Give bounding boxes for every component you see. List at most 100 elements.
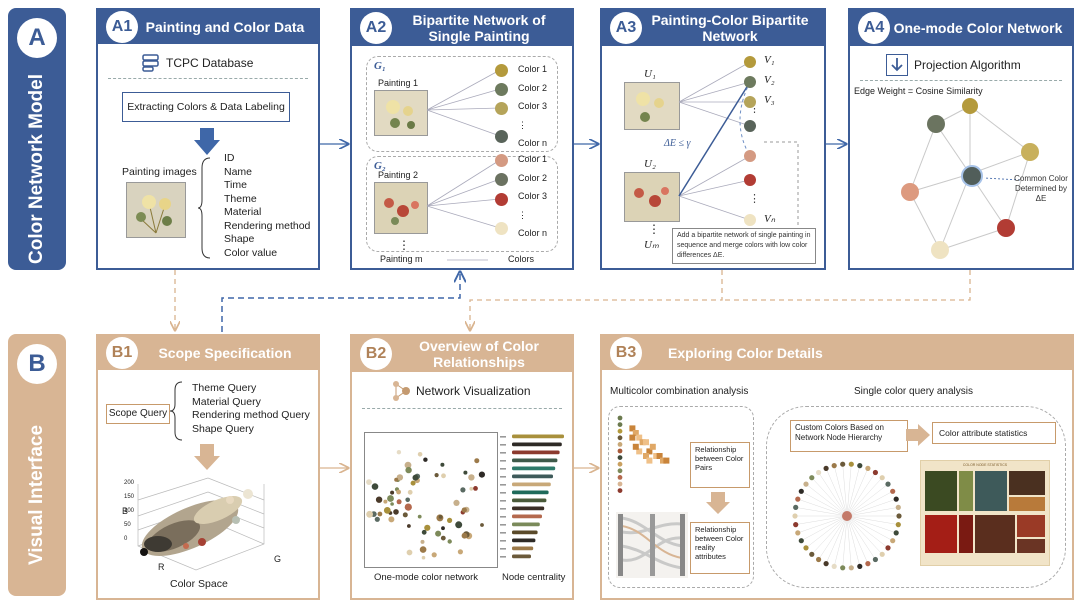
a4-network — [909, 105, 1031, 251]
a1-attribute-item: Time — [224, 179, 247, 191]
b3-radial-node — [895, 522, 901, 528]
b2-network-node — [455, 521, 463, 529]
a3-color-node — [744, 120, 756, 132]
b3-radial-node — [872, 469, 878, 476]
b3-radial-node — [857, 463, 863, 469]
a1-attribute-item: ID — [224, 152, 235, 164]
a1-db-label: TCPC Database — [166, 56, 254, 70]
b3-radial-node — [872, 556, 878, 563]
b2-centrality-bars — [500, 434, 564, 559]
a1-attribute-item: Color value — [224, 246, 278, 259]
a1-attribute-item: Material — [224, 206, 262, 218]
a3-edges: ⋮ ⋮ — [678, 61, 799, 230]
a2-edges — [426, 69, 501, 261]
svg-text:⋮: ⋮ — [749, 103, 760, 115]
b2-centrality-bar — [512, 522, 540, 527]
b3-matrix-cell — [660, 457, 666, 464]
b3-matrix-cell — [649, 443, 656, 450]
b3-matrix-cell — [663, 457, 670, 464]
b3-pairs-box: Relationship between Color Pairs — [690, 442, 750, 488]
b2-network-node — [417, 452, 423, 457]
b3-radial-node — [865, 465, 871, 471]
b2-network-node — [405, 497, 410, 503]
b3-matrix-cell — [643, 453, 649, 459]
b3-title: Exploring Color Details — [668, 345, 823, 361]
b2-network-node — [366, 479, 372, 485]
b2-network-node — [440, 462, 445, 467]
a3-v2: V₂ — [764, 74, 775, 86]
b3-radial-node — [865, 561, 871, 567]
b1-query-item: Rendering method Query — [192, 409, 310, 421]
b2-network-nodes — [366, 450, 485, 560]
a1-extract-box: Extracting Colors & Data Labeling — [122, 92, 290, 122]
b3-radial-node — [816, 469, 822, 476]
a3-painting2-image — [624, 172, 680, 222]
a2-color-node — [495, 154, 508, 167]
b3-radial-node — [816, 556, 822, 563]
b2-network-node — [434, 473, 439, 478]
b2-network-node — [407, 489, 413, 495]
a2-color-label: Color 3 — [518, 101, 548, 111]
b3-radial-node — [879, 475, 885, 481]
b3-radial-node — [848, 565, 854, 571]
b2-network-node — [441, 473, 446, 479]
b1-scope-query: Scope Query — [108, 408, 168, 419]
a3-u2: U₂ — [644, 158, 656, 170]
b2-network-node — [453, 499, 460, 506]
b3-matrix-cell — [636, 448, 643, 455]
b2-network-node — [441, 526, 445, 531]
a3-color-node — [744, 214, 756, 226]
b2-network-node — [447, 517, 453, 523]
b3-matrix-cell — [629, 434, 636, 441]
b1-scope-query-box: Scope Query — [106, 404, 170, 424]
b3-single-label: Single color query analysis — [854, 386, 973, 397]
a2-color-node — [495, 222, 508, 235]
b2-network-canvas — [364, 432, 498, 568]
b2-centrality-label: Node centrality — [502, 572, 566, 583]
b2-centrality-bar — [512, 498, 547, 503]
b3-custom-label: Custom Colors Based on Network Node Hier… — [795, 423, 884, 442]
b2-network-node — [463, 470, 468, 475]
b3-matrix-cell — [643, 439, 649, 446]
b2-network-node — [383, 499, 388, 504]
b3-custom-box: Custom Colors Based on Network Node Hier… — [790, 420, 908, 452]
b3-radial-node — [803, 545, 809, 551]
b3-radial-node — [795, 530, 801, 536]
b3-radial-node — [895, 504, 901, 510]
b2-network-node — [407, 524, 411, 528]
b1-color-space: Color Space — [170, 578, 228, 590]
b3-radial-node — [890, 488, 896, 494]
b3-matrix — [617, 415, 670, 493]
a3-v3: V₃ — [764, 94, 775, 106]
a2-color-label: Color 2 — [518, 172, 548, 183]
a1-attribute-item: Name — [224, 165, 253, 178]
b2-centrality-bar — [512, 458, 558, 463]
a1-extract-label: Extracting Colors & Data Labeling — [127, 101, 285, 113]
panel-a1: A1 Painting and Color Data TCPC Database… — [96, 8, 320, 270]
b3-radial-node — [840, 565, 846, 571]
a4-edge-weight: Edge Weight = Cosine Similarity — [854, 86, 983, 96]
b3-badge: B3 — [610, 337, 642, 369]
a2-color-node — [495, 193, 508, 206]
b3-multi-label: Multicolor combination analysis — [610, 386, 749, 397]
b2-network-node — [396, 489, 401, 495]
b2-network-node — [417, 514, 422, 519]
a2-painting-m: Painting m — [380, 254, 423, 264]
b2-network-node — [366, 510, 373, 518]
a3-note: Add a bipartite network of single painti… — [677, 232, 811, 259]
a4-color-node — [997, 219, 1015, 237]
b2-centrality-bar — [512, 434, 564, 439]
b3-radial-node — [795, 496, 801, 502]
a1-attribute-item: Rendering method — [224, 219, 311, 232]
b2-network-node — [480, 523, 484, 527]
b2-network-node — [461, 532, 468, 539]
a1-title: Painting and Color Data — [145, 19, 305, 35]
b3-matrix-node — [617, 448, 623, 454]
b2-centrality-bar — [512, 546, 534, 551]
b1-tick-label: 0 — [124, 536, 128, 542]
a4-color-node — [901, 183, 919, 201]
b2-onemode-label: One-mode color network — [374, 572, 479, 583]
b2-network-node — [377, 511, 383, 517]
panel-a2: A2 Bipartite Network of Single Painting … — [350, 8, 574, 270]
b2-network-node — [435, 530, 442, 537]
